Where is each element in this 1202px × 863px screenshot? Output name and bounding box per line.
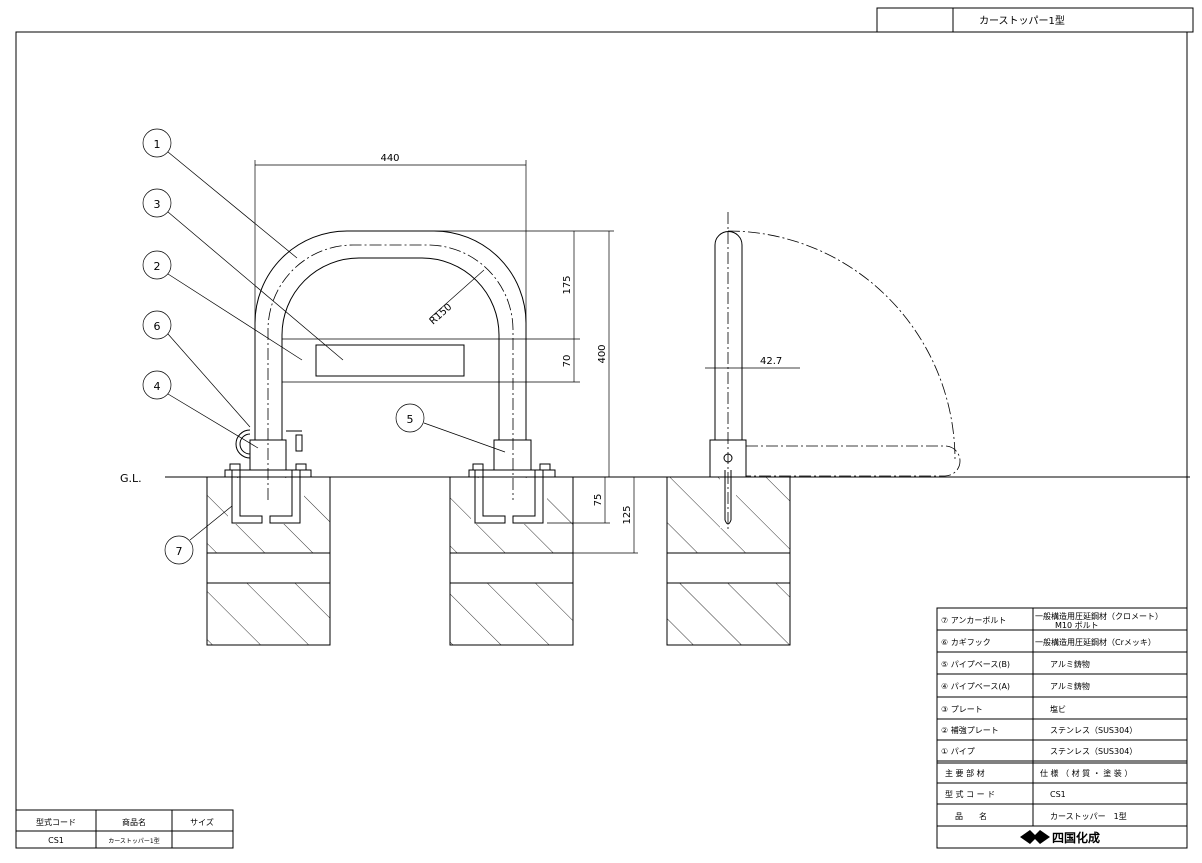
- svg-text:一般構造用圧延鋼材（Crメッキ）: 一般構造用圧延鋼材（Crメッキ）: [1035, 637, 1156, 647]
- parts-row-2: ② 補強プレート ステンレス（SUS304）: [941, 725, 1137, 735]
- anchor-bolts: [231, 470, 732, 525]
- company-logo: 四国化成: [1020, 830, 1100, 845]
- side-view: 42.7: [705, 212, 961, 530]
- svg-text:一般構造用圧延鋼材（クロメート）: 一般構造用圧延鋼材（クロメート）: [1035, 611, 1163, 621]
- callout-2: 2: [154, 260, 161, 273]
- header-model-code: 型式コード: [36, 817, 76, 827]
- callout-3: 3: [154, 198, 161, 211]
- pipe-base-a: [224, 429, 312, 478]
- foundations: [206, 476, 791, 646]
- svg-text:アルミ鋳物: アルミ鋳物: [1050, 681, 1090, 691]
- callout-4: 4: [154, 380, 161, 393]
- svg-text:② 補強プレート: ② 補強プレート: [941, 725, 999, 735]
- callout-1: 1: [154, 138, 161, 151]
- u-pipe: [254, 230, 527, 500]
- svg-text:④ パイプベース(A): ④ パイプベース(A): [941, 682, 1010, 691]
- dim-upper: 175: [562, 275, 573, 294]
- svg-text:ステンレス（SUS304）: ステンレス（SUS304）: [1050, 747, 1137, 756]
- parts-table: ⑦ アンカーボルト 一般構造用圧延鋼材（クロメート） M10 ボルト ⑥ カギフ…: [936, 607, 1188, 849]
- pipe-base-b: [468, 439, 556, 478]
- dim-foundation-depth: 125: [622, 505, 633, 524]
- svg-text:⑥ カギフック: ⑥ カギフック: [941, 638, 991, 647]
- parts-row-1: ① パイプ ステンレス（SUS304）: [941, 747, 1137, 756]
- svg-text:⑦ アンカーボルト: ⑦ アンカーボルト: [941, 616, 1006, 625]
- header-main-parts: 主 要 部 材: [945, 768, 985, 778]
- model-code-value: CS1: [1050, 790, 1066, 799]
- callout-7: 7: [176, 545, 183, 558]
- callout-6: 6: [154, 320, 161, 333]
- svg-text:① パイプ: ① パイプ: [941, 747, 975, 756]
- parts-row-5: ⑤ パイプベース(B) アルミ鋳物: [941, 659, 1090, 669]
- name-plate: [315, 344, 465, 377]
- dim-width: 440: [380, 153, 399, 164]
- foundation-middle: [449, 476, 574, 646]
- cell-product-name: カーストッパー1型: [108, 837, 160, 845]
- svg-text:四国化成: 四国化成: [1052, 830, 1100, 845]
- dim-anchor-depth: 75: [593, 494, 604, 507]
- foundation-right: [666, 476, 791, 646]
- ground-label: G.L.: [120, 472, 142, 485]
- svg-text:塩ビ: 塩ビ: [1050, 704, 1066, 714]
- foundation-left: [206, 476, 331, 646]
- model-code-label: 型 式 コ ー ド: [945, 789, 995, 799]
- svg-text:アルミ鋳物: アルミ鋳物: [1050, 659, 1090, 669]
- name-value: カーストッパー 1型: [1050, 812, 1127, 821]
- svg-text:ステンレス（SUS304）: ステンレス（SUS304）: [1050, 726, 1137, 735]
- svg-text:M10 ボルト: M10 ボルト: [1055, 621, 1099, 630]
- code-table: 型式コード 商品名 サイズ CS1 カーストッパー1型: [15, 809, 234, 849]
- dim-radius: R150: [428, 302, 455, 328]
- parts-row-7: ⑦ アンカーボルト 一般構造用圧延鋼材（クロメート） M10 ボルト: [941, 611, 1163, 630]
- title-product-name: カーストッパー1型: [979, 14, 1065, 27]
- header-product-name: 商品名: [122, 817, 146, 827]
- dim-height: 400: [597, 344, 608, 363]
- dim-plate: 70: [562, 355, 573, 368]
- parts-row-6: ⑥ カギフック 一般構造用圧延鋼材（Crメッキ）: [941, 637, 1156, 647]
- header-spec: 仕 様 （ 材 質 ・ 塗 装 ）: [1040, 768, 1132, 778]
- name-label: 品 名: [955, 811, 987, 821]
- parts-row-3: ③ プレート 塩ビ: [941, 704, 1066, 714]
- parts-row-4: ④ パイプベース(A) アルミ鋳物: [941, 681, 1090, 691]
- cell-model-code: CS1: [48, 836, 64, 845]
- dim-pipe-diameter: 42.7: [760, 356, 782, 367]
- svg-text:③ プレート: ③ プレート: [941, 705, 983, 714]
- callout-5: 5: [407, 413, 414, 426]
- svg-text:⑤ パイプベース(B): ⑤ パイプベース(B): [941, 660, 1010, 669]
- callouts: [142, 128, 506, 565]
- drawing-frame: [15, 31, 1188, 848]
- header-size: サイズ: [190, 817, 214, 827]
- title-block: カーストッパー1型: [876, 7, 1194, 33]
